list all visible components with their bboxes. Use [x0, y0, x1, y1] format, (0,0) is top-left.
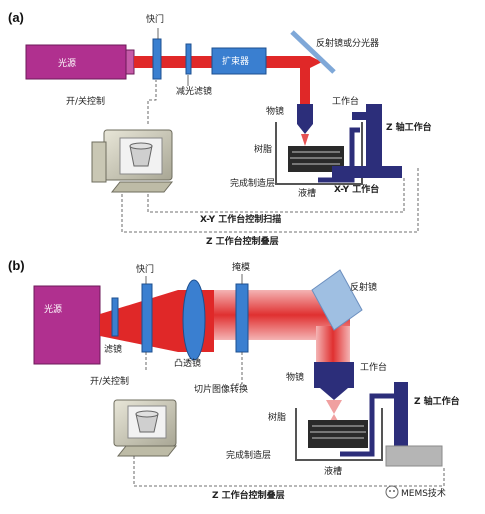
shutter-a-label: 快门 [146, 13, 164, 25]
computer-b [113, 399, 178, 457]
on-off-b-label: 开/关控制 [90, 375, 129, 387]
base-b [385, 445, 443, 467]
objective-a [297, 104, 313, 124]
mask-b [235, 283, 249, 353]
mask-b-label: 掩模 [232, 261, 250, 273]
xy-stage-a [332, 166, 402, 178]
slice-image-b-label: 切片图像转换 [194, 383, 248, 395]
z-stage-a [366, 104, 382, 166]
on-off-a-label: 开/关控制 [66, 95, 105, 107]
xy-scan-control-a-label: X-Y 工作台控制扫描 [200, 213, 281, 225]
filter-b-label: 滤镜 [104, 343, 122, 355]
shutter-a [152, 38, 162, 80]
resin-b-label: 树脂 [268, 411, 286, 423]
light-source-b: 光源 [33, 285, 101, 365]
finished-layer-a-label: 完成制造层 [230, 177, 275, 189]
tank-a [275, 122, 363, 185]
beam-b-horizontal [214, 290, 324, 340]
tank-a-label: 液槽 [298, 187, 316, 199]
shutter-b [141, 283, 153, 353]
beam-b-expand [100, 290, 178, 352]
shutter-b-label: 快门 [136, 263, 154, 275]
z-layer-control-a-label: Z 工作台控制叠层 [206, 235, 279, 247]
light-source-a: 光源 [25, 44, 135, 80]
convex-lens-b-label: 凸透镜 [174, 357, 201, 369]
beam-expander-a [211, 47, 267, 75]
light-source-b-label: 光源 [44, 303, 62, 315]
light-source-a-label: 光源 [58, 57, 76, 69]
objective-b [314, 362, 354, 388]
watermark: MEMS技术 [385, 485, 446, 499]
panel-a-tag: (a) [8, 10, 24, 25]
watermark-text: MEMS技术 [401, 487, 446, 499]
mirror-a-label: 反射镜或分光器 [316, 37, 379, 49]
resin-a-label: 树脂 [254, 143, 272, 155]
filter-b [111, 297, 119, 337]
z-stage-a-label: Z 轴工作台 [386, 121, 432, 133]
finished-layer-b-label: 完成制造层 [226, 449, 271, 461]
worktable-a-label: 工作台 [332, 95, 359, 107]
worktable-b-label: 工作台 [360, 361, 387, 373]
objective-b-label: 物镜 [286, 371, 304, 383]
laser-beam-a-down [300, 62, 310, 104]
panel-b-tag: (b) [8, 258, 25, 273]
convex-lens-b [182, 279, 206, 361]
mirror-a [290, 30, 336, 74]
z-layer-control-b-label: Z 工作台控制叠层 [212, 489, 285, 501]
resin-b [308, 420, 368, 448]
attenuator-a-label: 减光滤镜 [176, 85, 212, 97]
beam-b-vertical [316, 326, 350, 364]
tank-b [295, 408, 383, 461]
mirror-b [311, 269, 363, 331]
tank-b-label: 液槽 [324, 465, 342, 477]
computer-a [91, 129, 174, 193]
xy-stage-a-label: X-Y 工作台 [334, 183, 379, 195]
z-stage-b-label: Z 轴工作台 [414, 395, 460, 407]
attenuator-a [185, 43, 192, 75]
z-stage-b [394, 382, 408, 446]
mirror-b-label: 反射镜 [350, 281, 377, 293]
beam-expander-a-label: 扩束器 [222, 55, 249, 67]
objective-a-label: 物镜 [266, 105, 284, 117]
